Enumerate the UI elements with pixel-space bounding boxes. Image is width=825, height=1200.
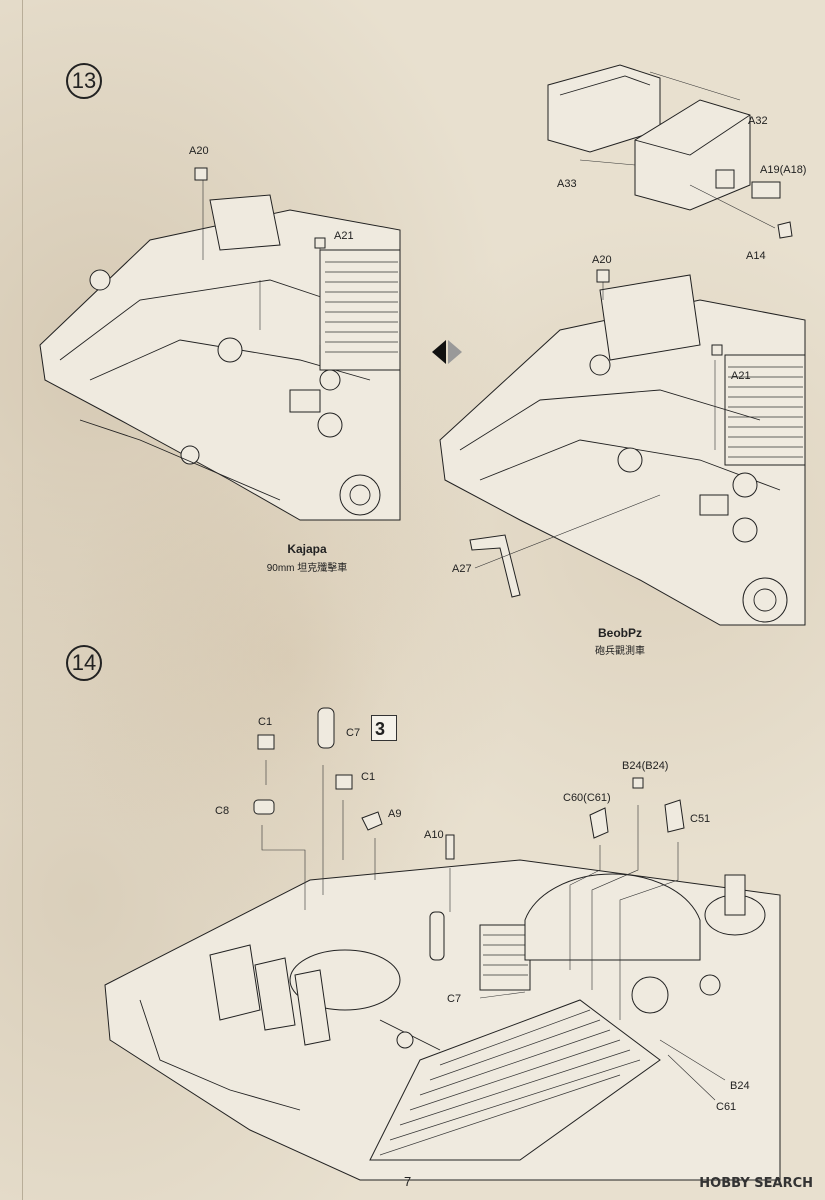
page-reference-number: 3 (375, 719, 386, 739)
step-14-badge: 14 (66, 645, 102, 681)
step14-exploded-parts (253, 707, 726, 1101)
label-a14: A14 (746, 250, 766, 262)
label-c60-c61: C60(C61) (563, 792, 611, 804)
step-13-badge: 13 (66, 63, 102, 99)
caption-beobpz-title: BeobPz (597, 626, 642, 640)
label-a33: A33 (557, 178, 577, 190)
label-c8: C8 (215, 805, 230, 817)
label-c1-top: C1 (258, 716, 273, 728)
label-c51: C51 (690, 813, 711, 825)
label-a21-left: A21 (334, 230, 354, 242)
caption-kajapa-sub: 90mm 坦克殲擊車 (266, 563, 348, 574)
label-b24-top: B24(B24) (622, 760, 669, 772)
direction-arrow-icon (432, 340, 462, 364)
kajapa-hull-drawing (39, 167, 401, 521)
caption-beobpz-sub: 砲兵觀測車 (595, 646, 645, 657)
label-a27: A27 (452, 563, 472, 575)
label-a9: A9 (388, 808, 402, 820)
hobby-search-watermark: HOBBY SEARCH (699, 1176, 813, 1191)
page-fold-line (22, 0, 23, 1200)
label-a21-right: A21 (731, 370, 751, 382)
label-a20-right: A20 (592, 254, 612, 266)
label-a32: A32 (748, 115, 768, 127)
step14-hull-drawing (104, 859, 781, 1181)
label-c7-bottom: C7 (447, 993, 462, 1005)
page-number: 7 (404, 1174, 412, 1189)
beobpz-box-parts (547, 64, 793, 239)
page-reference-box: 3 (371, 715, 397, 741)
label-c7-top: C7 (346, 727, 361, 739)
label-c1-mid: C1 (361, 771, 376, 783)
label-c61: C61 (716, 1101, 737, 1113)
label-a20-left: A20 (189, 145, 209, 157)
label-a10: A10 (424, 829, 444, 841)
label-a19-a18: A19(A18) (760, 164, 807, 176)
beobpz-hull-drawing (439, 269, 806, 626)
label-b24-bottom: B24 (730, 1080, 750, 1092)
caption-kajapa-title: Kajapa (287, 542, 327, 556)
